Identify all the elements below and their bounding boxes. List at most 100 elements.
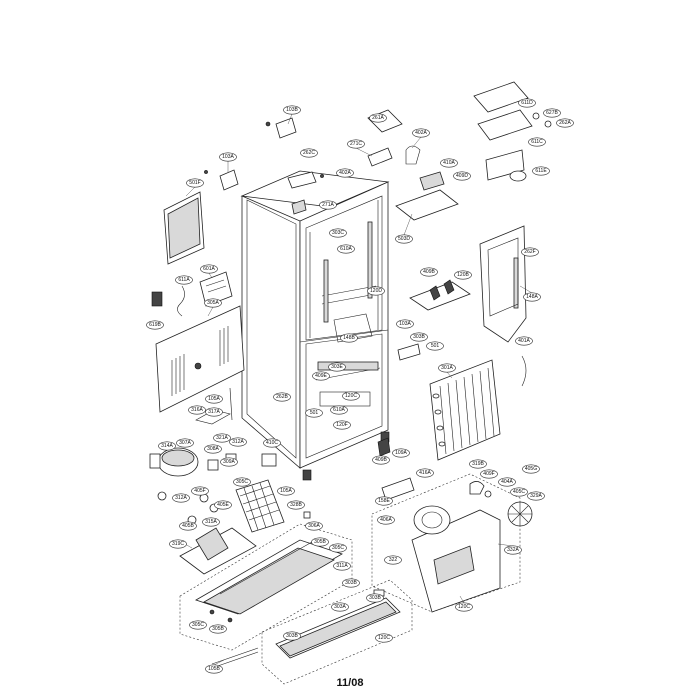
callout-301a: 301A <box>438 363 456 373</box>
callout-oval <box>273 392 291 402</box>
callout-314a: 314A <box>158 441 176 451</box>
callout-oval <box>412 128 430 138</box>
callout-label: 409D <box>456 173 468 179</box>
callout-oval <box>329 543 347 553</box>
callout-label: 307A <box>179 440 191 446</box>
callout-oval <box>521 247 539 257</box>
evaporator-area <box>371 473 533 613</box>
callout-label: 103A <box>399 321 411 327</box>
callout-oval <box>333 561 351 571</box>
callout-oval <box>395 234 413 244</box>
callout-oval <box>440 158 458 168</box>
callout-label: 303A <box>334 604 346 610</box>
callout-332a: 332A <box>504 545 522 555</box>
base-frame-assembly <box>179 523 353 651</box>
callout-oval <box>469 459 487 469</box>
callout-label: 401A <box>518 338 530 344</box>
callout-321a: 321A <box>213 433 231 443</box>
callout-oval <box>209 624 227 634</box>
callout-oval <box>277 486 295 496</box>
callout-322: 322 <box>384 555 402 565</box>
callout-label: 120F <box>336 422 347 428</box>
callout-label: 271A <box>322 202 334 208</box>
callout-103b: 103B <box>283 105 301 115</box>
callout-oval <box>311 537 329 547</box>
callout-label: 409E <box>315 373 327 379</box>
callout-305a: 305A <box>204 298 222 308</box>
callout-oval <box>455 602 473 612</box>
callout-label: 312A <box>175 495 187 501</box>
control-board-601a <box>151 271 233 317</box>
lower-misc-parts <box>303 437 415 597</box>
callout-label: 312A <box>232 439 244 445</box>
callout-oval <box>219 152 237 162</box>
callout-271c: 271C <box>347 139 365 149</box>
drain-pan <box>179 527 257 575</box>
callout-oval <box>331 602 349 612</box>
callout-308a: 308A <box>204 444 222 454</box>
callout-oval <box>283 631 301 641</box>
callout-label: 305B <box>212 626 224 632</box>
callout-oval <box>305 408 323 418</box>
callout-311a: 311A <box>333 561 351 571</box>
callout-303e: 303E <box>328 362 346 372</box>
callout-label: 501 <box>310 410 319 416</box>
callout-319c: 319C <box>169 539 187 549</box>
callout-label: 262F <box>524 249 535 255</box>
callout-label: 611D <box>521 100 533 106</box>
refrigerator-cabinet <box>240 170 390 481</box>
callout-306a: 306A <box>305 521 323 531</box>
callout-label: 305C <box>192 622 204 628</box>
callout-120c: 120C <box>342 391 360 401</box>
callout-409f: 409F <box>480 469 498 479</box>
date-code: 11/08 <box>336 677 364 689</box>
callout-label: 105A <box>208 396 220 402</box>
callout-oval <box>205 664 223 674</box>
callout-410a: 410A <box>440 158 458 168</box>
callout-oval <box>213 433 231 443</box>
callout-402a: 402A <box>412 128 430 138</box>
callout-305b: 305B <box>209 624 227 634</box>
callout-405g: 405G <box>522 464 540 474</box>
callout-oval <box>305 521 323 531</box>
callout-503d: 503D <box>395 234 413 244</box>
callout-label: 303B <box>286 633 298 639</box>
callout-oval <box>543 108 561 118</box>
callout-label: 405B <box>182 523 194 529</box>
upper-hinge-assembly <box>204 117 324 215</box>
callout-oval <box>205 394 223 404</box>
callout-oval <box>312 371 330 381</box>
callout-label: 405C <box>513 489 525 495</box>
lower-grille-assembly <box>211 579 413 685</box>
callout-label: 627B <box>546 110 558 116</box>
callout-label: 309A <box>223 459 235 465</box>
callout-329a: 329A <box>527 491 545 501</box>
callout-label: 409F <box>483 471 494 477</box>
callout-262f: 262F <box>521 247 539 257</box>
callout-316a: 316A <box>188 405 206 415</box>
callout-label: 120C <box>345 393 357 399</box>
callout-label: 619B <box>149 322 161 328</box>
callout-501: 501 <box>305 408 323 418</box>
callout-oval <box>396 319 414 329</box>
callout-oval <box>375 496 393 506</box>
callout-oval <box>384 555 402 565</box>
callout-oval <box>233 477 251 487</box>
callout-405c: 405C <box>510 487 528 497</box>
callout-312a: 312A <box>229 437 247 447</box>
callout-409e: 409E <box>312 371 330 381</box>
callout-619b: 619B <box>146 320 164 330</box>
callout-oval <box>342 391 360 401</box>
callout-405b: 405B <box>179 521 197 531</box>
callout-oval <box>202 517 220 527</box>
callout-oval <box>319 200 337 210</box>
callout-label: 416A <box>419 470 431 476</box>
callout-oval <box>420 267 438 277</box>
callout-611c: 611C <box>528 137 546 147</box>
callout-oval <box>453 171 471 181</box>
dispenser-parts <box>367 109 471 361</box>
callout-oval <box>337 244 355 254</box>
callout-oval <box>330 405 348 415</box>
callout-oval <box>438 363 456 373</box>
